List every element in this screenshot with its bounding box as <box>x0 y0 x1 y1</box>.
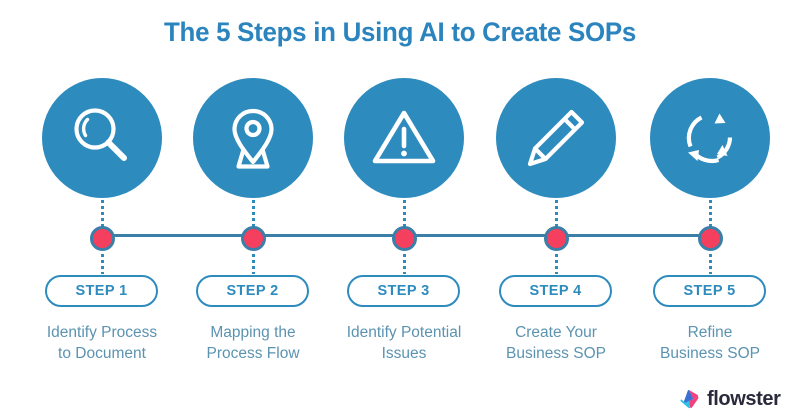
step-stem-top-5 <box>709 200 712 228</box>
step-stem-bottom-2 <box>252 254 255 274</box>
step-item-3: STEP 3 Identify Potential Issues <box>329 0 479 420</box>
step-caption-line-5a: Refine <box>687 324 733 341</box>
step-caption-line-1b: to Document <box>58 345 146 362</box>
step-stem-bottom-1 <box>101 254 104 274</box>
recycle-arrows-icon <box>673 101 747 175</box>
step-caption-line-3a: Identify Potential <box>346 324 462 341</box>
warning-triangle-icon <box>367 101 441 175</box>
timeline-node-dot-4 <box>544 226 569 251</box>
page-title: The 5 Steps in Using AI to Create SOPs <box>163 17 637 47</box>
step-badge-3: STEP 3 <box>347 275 460 307</box>
map-pin-icon <box>216 101 290 175</box>
step-caption-2: Mapping the Process Flow <box>168 322 338 364</box>
step-item-4: STEP 4 Create Your Business SOP <box>481 0 631 420</box>
step-stem-top-4 <box>555 200 558 228</box>
step-stem-top-1 <box>101 200 104 228</box>
step-item-5: STEP 5 Refine Business SOP <box>635 0 785 420</box>
step-caption-5: Refine Business SOP <box>625 322 795 364</box>
step-icon-circle-1 <box>42 78 162 198</box>
step-stem-bottom-3 <box>403 254 406 274</box>
step-badge-5: STEP 5 <box>653 275 766 307</box>
flowster-logo-text: flowster <box>707 388 781 410</box>
step-caption-line-5b: Business SOP <box>660 345 760 362</box>
timeline-node-dot-2 <box>241 226 266 251</box>
magnifying-glass-icon <box>65 101 139 175</box>
step-icon-circle-2 <box>193 78 313 198</box>
step-caption-line-2b: Process Flow <box>206 345 300 362</box>
step-icon-circle-3 <box>344 78 464 198</box>
step-caption-line-4a: Create Your <box>515 324 597 341</box>
step-caption-3: Identify Potential Issues <box>319 322 489 364</box>
timeline-node-dot-5 <box>698 226 723 251</box>
flowster-logo-mark-icon <box>678 388 700 410</box>
timeline-node-dot-3 <box>392 226 417 251</box>
step-caption-1: Identify Process to Document <box>17 322 187 364</box>
step-icon-circle-4 <box>496 78 616 198</box>
step-caption-line-2a: Mapping the <box>210 324 296 341</box>
step-item-1: STEP 1 Identify Process to Document <box>27 0 177 420</box>
step-item-2: STEP 2 Mapping the Process Flow <box>178 0 328 420</box>
timeline-node-dot-1 <box>90 226 115 251</box>
step-caption-line-3b: Issues <box>381 345 427 362</box>
pencil-icon <box>519 101 593 175</box>
step-stem-bottom-4 <box>555 254 558 274</box>
step-badge-4: STEP 4 <box>499 275 612 307</box>
step-stem-top-3 <box>403 200 406 228</box>
step-caption-4: Create Your Business SOP <box>471 322 641 364</box>
flowster-logo: flowster <box>678 388 781 410</box>
step-stem-top-2 <box>252 200 255 228</box>
step-badge-2: STEP 2 <box>196 275 309 307</box>
step-icon-circle-5 <box>650 78 770 198</box>
step-caption-line-4b: Business SOP <box>506 345 606 362</box>
step-caption-line-1a: Identify Process <box>46 324 158 341</box>
step-badge-1: STEP 1 <box>45 275 158 307</box>
step-stem-bottom-5 <box>709 254 712 274</box>
